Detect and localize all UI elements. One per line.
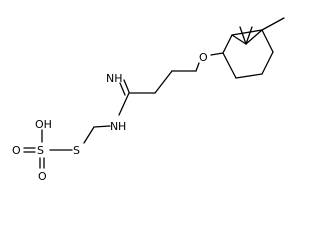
thioether-sulfur-label: S — [73, 144, 80, 157]
methyl-bond-1 — [239, 26, 247, 45]
bond-n-ch2 — [93, 125, 111, 128]
bond-ether-ring — [210, 52, 224, 56]
bond-chain-2 — [154, 70, 173, 94]
imine-nitrogen-label: NH — [106, 72, 123, 85]
molecule-structure: NH N H O S S OH O O — [12, 17, 285, 183]
ring-bond-3 — [261, 29, 274, 53]
ring-bridge-1 — [231, 34, 247, 45]
bond-imine-double-a — [123, 79, 130, 93]
amine-hydrogen-label: H — [118, 120, 126, 133]
bond-chain-4 — [195, 62, 200, 72]
ring-bond-4 — [261, 51, 274, 75]
molecule-canvas: NH N H O S S OH O O — [12, 17, 285, 183]
sulfonyl-sulfur-label: S — [37, 144, 44, 157]
ring-bond-5 — [235, 73, 263, 79]
methyl-bond-3 — [261, 17, 285, 31]
sulfonyl-oxygen-bottom-label: O — [38, 170, 47, 183]
ring-bond-1 — [222, 34, 233, 54]
amine-nitrogen-label: N — [110, 120, 118, 133]
hydroxyl-oxygen-label: OH — [35, 118, 52, 131]
bond-amidine-n — [118, 92, 130, 116]
sulfonyl-oxygen-left-label: O — [12, 144, 21, 157]
ether-oxygen-label: O — [199, 51, 208, 64]
ring-bond-6 — [222, 52, 237, 79]
ring-bond-2 — [231, 29, 263, 36]
bond-ch2-s — [83, 126, 95, 144]
ring-bridge-2 — [245, 29, 263, 45]
methyl-bond-2 — [245, 26, 253, 45]
bond-imine-double-b — [119, 82, 126, 96]
